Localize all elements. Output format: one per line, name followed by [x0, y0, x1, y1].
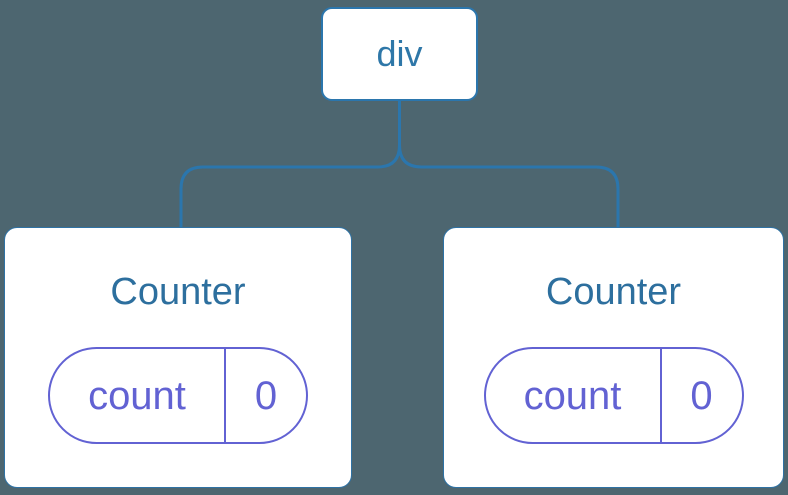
state-key-label: count [88, 373, 186, 418]
tree-node-counter-left: Counter count 0 [4, 227, 352, 488]
tree-node-counter-right: Counter count 0 [443, 227, 784, 488]
state-key-cell: count [50, 349, 226, 442]
state-value-cell: 0 [662, 349, 742, 442]
state-value-label: 0 [690, 373, 713, 418]
state-value-label: 0 [254, 373, 278, 418]
state-key-label: count [523, 373, 622, 418]
component-name-label: Counter [545, 271, 682, 313]
state-key-cell: count [486, 349, 662, 442]
state-pill: count 0 [48, 347, 308, 444]
state-value-cell: 0 [226, 349, 306, 442]
tree-node-div: div [321, 7, 478, 101]
connector-left-branch [179, 99, 401, 230]
connector-right-branch [398, 99, 620, 230]
state-pill: count 0 [483, 347, 744, 444]
tree-node-div-label: div [376, 33, 423, 74]
component-name-label: Counter [110, 271, 246, 313]
